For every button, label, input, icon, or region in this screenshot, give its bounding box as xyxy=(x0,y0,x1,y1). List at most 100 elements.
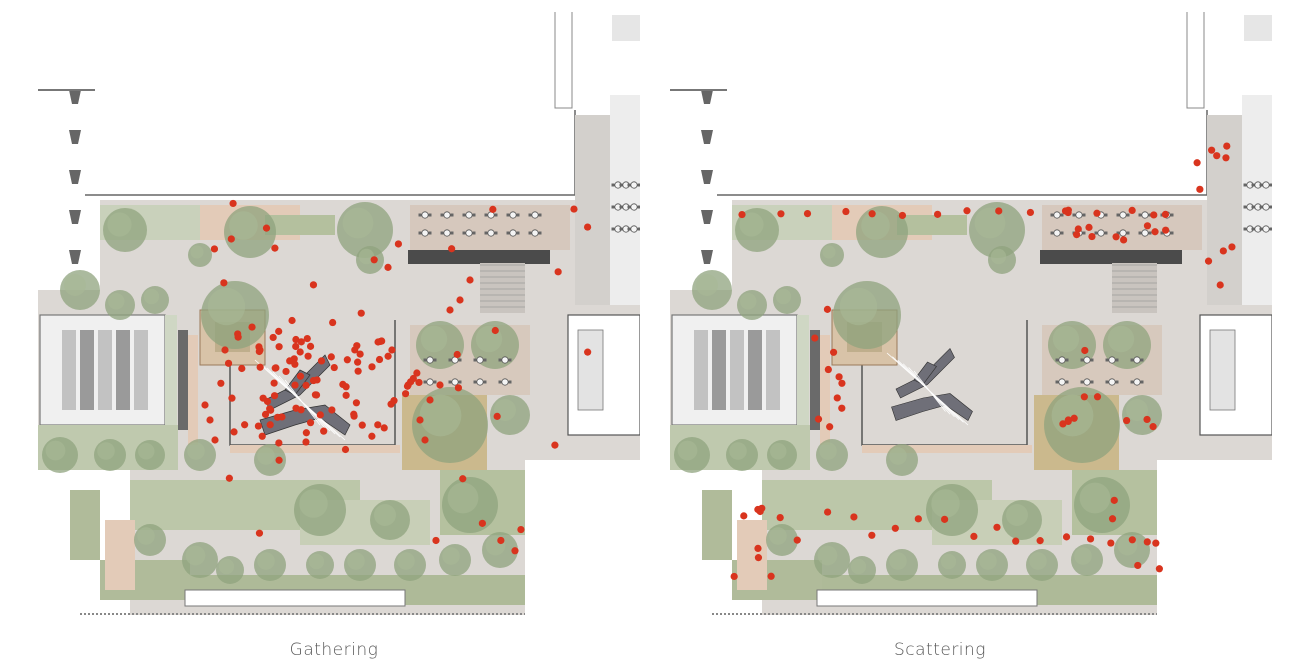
person-dot xyxy=(370,256,378,264)
person-dot xyxy=(554,268,562,276)
person-dot xyxy=(1088,232,1096,241)
person-dot xyxy=(1064,416,1072,424)
person-dot xyxy=(380,424,388,432)
person-dot xyxy=(1162,226,1170,234)
person-dot xyxy=(304,352,312,360)
table-chair-icon xyxy=(1080,356,1094,364)
person-dot xyxy=(584,348,592,356)
person-dot xyxy=(374,421,382,429)
pavilion-roof-bay xyxy=(116,330,130,410)
person-dot xyxy=(1219,247,1227,255)
person-dot xyxy=(459,475,467,483)
site-plan-gathering xyxy=(38,12,640,615)
person-dot xyxy=(868,531,876,539)
person-dot xyxy=(829,348,838,356)
table-chair-icon xyxy=(1259,225,1272,233)
person-dot xyxy=(478,519,486,527)
kiosk-icon xyxy=(69,210,81,224)
person-dot xyxy=(1196,185,1204,193)
kiosk-icon xyxy=(701,250,713,264)
person-dot xyxy=(1161,210,1170,218)
table-chair-icon xyxy=(462,211,476,219)
person-dot xyxy=(255,529,264,537)
tree-canopy-icon xyxy=(1048,321,1096,369)
building-block xyxy=(612,15,640,41)
person-dot xyxy=(489,205,497,213)
person-dot xyxy=(730,572,738,581)
kiosk-icon xyxy=(701,90,713,104)
person-dot xyxy=(302,381,310,389)
person-dot xyxy=(221,346,229,354)
tree-canopy-icon xyxy=(141,286,169,314)
pavilion-wall xyxy=(178,330,188,430)
person-dot xyxy=(368,432,376,440)
person-dot xyxy=(374,338,382,346)
person-dot xyxy=(1120,236,1128,244)
person-dot xyxy=(413,369,421,377)
tree-canopy-icon xyxy=(833,281,901,349)
person-dot xyxy=(394,240,403,248)
tree-canopy-icon xyxy=(201,281,269,349)
kiosk-icon xyxy=(69,250,81,264)
tree-canopy-icon xyxy=(1122,395,1162,435)
person-dot xyxy=(1216,281,1224,289)
person-dot xyxy=(269,333,277,342)
plan-panel-gathering xyxy=(0,0,640,625)
pavilion-roof-bay xyxy=(748,330,762,410)
tree-canopy-icon xyxy=(94,439,126,471)
person-dot xyxy=(230,428,238,436)
person-dot xyxy=(1086,535,1095,543)
person-dot xyxy=(306,419,315,427)
tree-canopy-icon xyxy=(103,208,147,252)
person-dot xyxy=(275,327,283,335)
timber-bench-south xyxy=(230,445,400,453)
planting-bed-top-mid xyxy=(897,215,967,235)
person-dot xyxy=(201,401,209,409)
table-chair-icon xyxy=(1116,211,1130,219)
person-dot xyxy=(1123,416,1131,425)
person-dot xyxy=(1062,533,1071,541)
caption-scattering: Scattering xyxy=(893,640,987,660)
person-dot xyxy=(303,334,311,343)
person-dot xyxy=(970,532,978,541)
water-channel xyxy=(408,250,550,264)
person-dot xyxy=(754,544,762,553)
person-dot xyxy=(833,394,841,402)
person-dot xyxy=(511,547,519,555)
tree-canopy-icon xyxy=(735,208,779,252)
person-dot xyxy=(838,379,846,387)
person-dot xyxy=(963,207,971,215)
tree-canopy-icon xyxy=(356,246,384,274)
kiosk-icon xyxy=(701,170,713,184)
person-dot xyxy=(263,397,272,406)
tree-canopy-icon xyxy=(135,440,165,470)
person-dot xyxy=(296,348,304,356)
tree-canopy-icon xyxy=(224,206,276,258)
person-dot xyxy=(868,210,876,218)
person-dot xyxy=(306,342,315,350)
stair-core xyxy=(1209,329,1236,411)
building-edge xyxy=(717,110,1208,196)
person-dot xyxy=(258,432,266,440)
table-chair-icon xyxy=(498,356,512,364)
table-chair-icon xyxy=(440,229,454,237)
person-dot xyxy=(225,474,233,482)
tree-canopy-icon xyxy=(337,202,393,258)
table-chair-icon xyxy=(528,229,542,237)
person-dot xyxy=(1110,496,1118,504)
tree-canopy-icon xyxy=(254,549,286,581)
person-dot xyxy=(275,343,283,351)
person-dot xyxy=(1073,231,1081,239)
person-dot xyxy=(241,421,249,429)
table-chair-icon xyxy=(1072,211,1086,219)
person-dot xyxy=(914,515,922,523)
site-plan-scattering xyxy=(670,12,1272,615)
person-dot xyxy=(1070,414,1078,422)
person-dot xyxy=(206,416,214,424)
caption-gathering: Gathering xyxy=(289,640,379,660)
person-dot xyxy=(756,507,764,516)
pavilion-roof-bay xyxy=(80,330,94,410)
pavilion-roof-bay xyxy=(712,330,726,410)
tree-canopy-icon xyxy=(394,549,426,581)
tree-canopy-icon xyxy=(412,387,488,463)
